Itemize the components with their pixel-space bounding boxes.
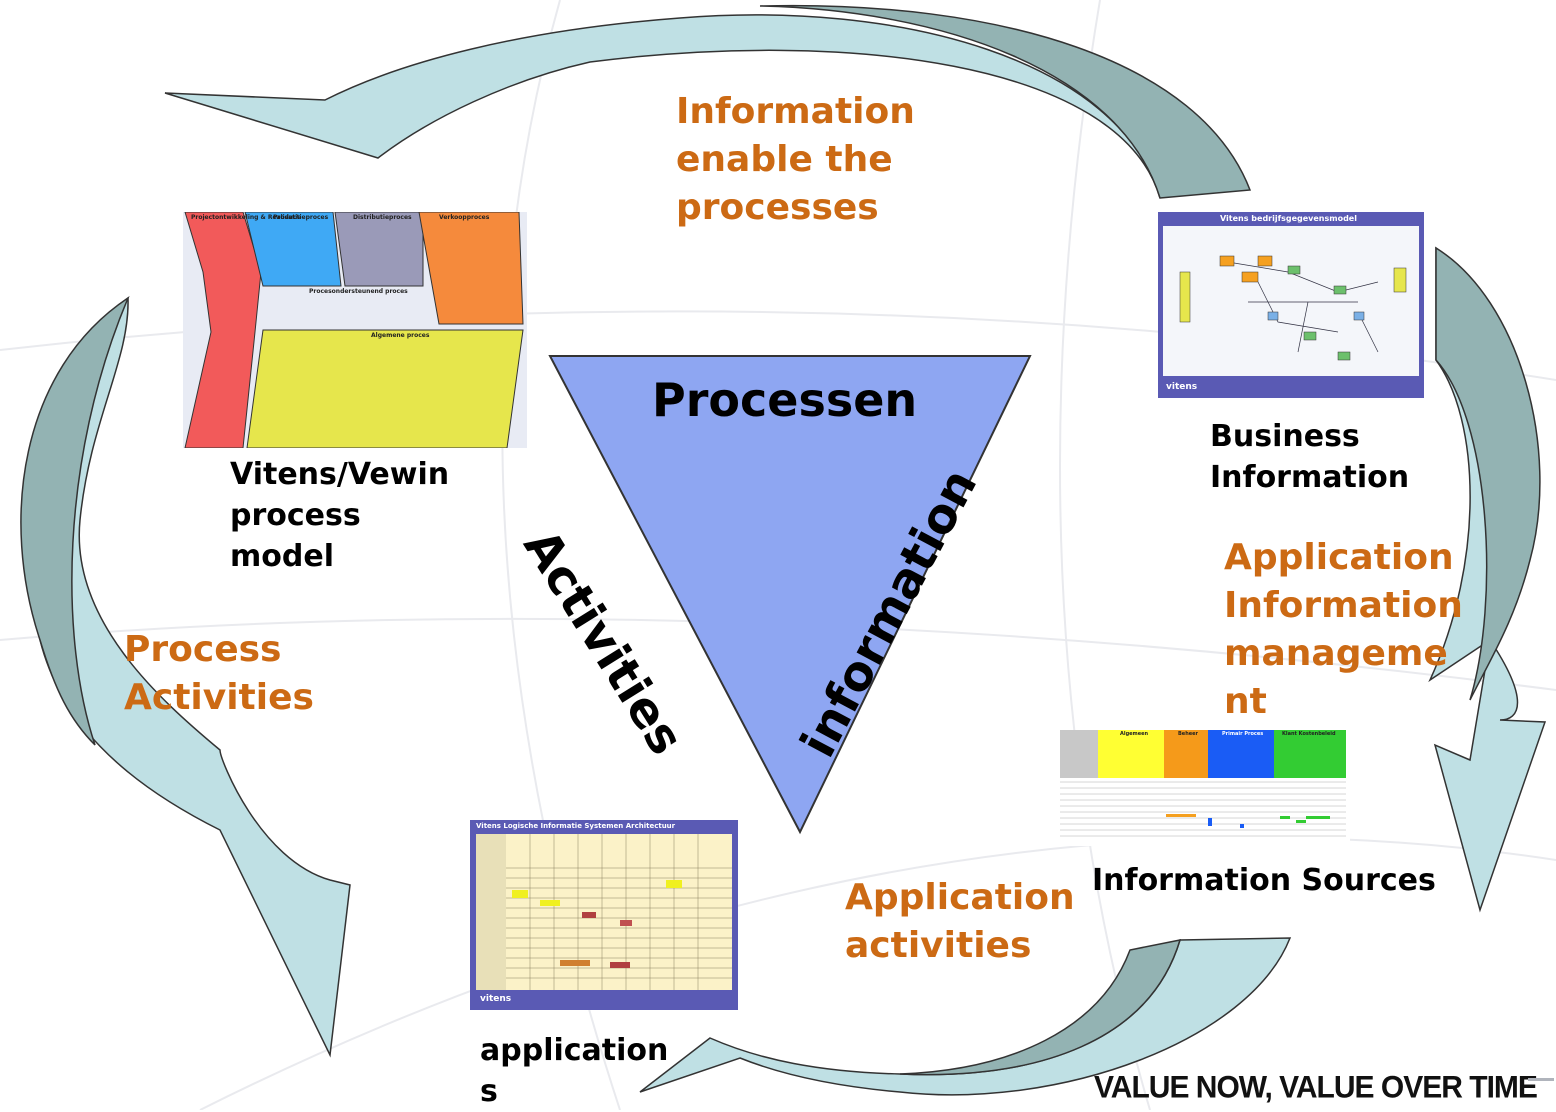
- pm-header-2: Productieproces: [273, 214, 329, 221]
- applications-caption-line: s: [480, 1074, 498, 1109]
- top-cycle-label-line: Information: [676, 91, 915, 132]
- is-mark: [1166, 814, 1196, 817]
- is-group-3: [1208, 730, 1274, 778]
- process-model-thumbnail-graphic: [184, 212, 524, 448]
- apps-footer-bar: [470, 990, 738, 1010]
- bi-graph: [1158, 255, 1424, 398]
- top-cycle-label: Information enable the processes: [676, 88, 915, 232]
- apps-block: [666, 880, 682, 888]
- is-mark: [1296, 820, 1306, 823]
- is-mark: [1240, 824, 1244, 828]
- footer-rule: [1528, 1078, 1554, 1081]
- left-cycle-arrow-shadow: [20, 295, 130, 746]
- is-group-label-4: Klant Kostenbeleid: [1282, 731, 1336, 737]
- is-mark: [1306, 816, 1330, 819]
- apps-block: [540, 900, 560, 906]
- pm-header-1: Projectontwikkeling & Realisatie: [191, 214, 302, 221]
- bi-node: [1257, 255, 1273, 267]
- bi-node: [1219, 255, 1235, 267]
- bi-title: Vitens bedrijfsgegevensmodel: [1220, 214, 1357, 223]
- right-cycle-label-line: Application: [1224, 537, 1454, 578]
- right-cycle-arrow-shadow: [1435, 246, 1541, 701]
- pm-shape-red: [184, 212, 262, 448]
- bottom-cycle-label-line: Application: [845, 877, 1075, 918]
- apps-logo: vitens: [480, 994, 512, 1004]
- right-cycle-label-line: Information: [1224, 585, 1463, 626]
- left-cycle-label: Process Activities: [124, 626, 314, 722]
- pm-shape-orange: [418, 212, 524, 325]
- business-info-caption: Business Information: [1210, 416, 1409, 498]
- process-model-caption: Vitens/Vewin process model: [230, 454, 449, 577]
- triangle-top-label: Processen: [652, 373, 918, 427]
- bi-node: [1267, 311, 1279, 321]
- bi-node: [1337, 351, 1351, 361]
- business-info-thumbnail: Vitens bedrijfsgegevensmodel vitens: [1158, 212, 1424, 398]
- bi-inner: [1163, 226, 1419, 376]
- bi-node: [1393, 267, 1407, 293]
- is-header-blank: [1060, 730, 1098, 778]
- bottom-cycle-label-line: activities: [845, 925, 1032, 966]
- pm-mid-label: Procesondersteunend proces: [309, 288, 408, 295]
- pm-bottom-label: Algemene proces: [371, 332, 430, 339]
- applications-caption-line: application: [480, 1033, 669, 1068]
- info-sources-thumbnail: Algemeen Beheer Primair Proces Klant Kos…: [1060, 730, 1350, 846]
- top-cycle-label-line: processes: [676, 187, 879, 228]
- process-model-caption-line: model: [230, 539, 334, 574]
- bi-node: [1303, 331, 1317, 341]
- top-cycle-arrow: [164, 14, 1161, 199]
- is-group-label-3: Primair Proces: [1222, 731, 1264, 737]
- apps-title: Vitens Logische Informatie Systemen Arch…: [476, 822, 676, 830]
- info-sources-grid: [1060, 730, 1346, 837]
- business-info-caption-line: Information: [1210, 460, 1410, 495]
- apps-grid: [470, 834, 738, 1010]
- applications-caption: application s: [480, 1030, 668, 1112]
- center-triangle: [548, 355, 1032, 835]
- process-model-thumbnail: Projectontwikkeling & Realisatie Product…: [183, 212, 527, 448]
- apps-block: [620, 920, 632, 926]
- is-group-4: [1274, 730, 1346, 778]
- is-mark: [1280, 816, 1290, 819]
- is-group-2: [1164, 730, 1208, 778]
- is-group-label-2: Beheer: [1178, 731, 1199, 737]
- apps-block: [582, 912, 596, 918]
- top-cycle-arrow-shadow: [759, 4, 1252, 199]
- right-cycle-label: Application Information manageme nt: [1224, 534, 1463, 726]
- right-cycle-label-line: manageme: [1224, 633, 1448, 674]
- pm-header-4: Verkoopproces: [439, 214, 490, 221]
- apps-side: [476, 834, 506, 990]
- bottom-cycle-arrow-shadow: [899, 939, 1182, 1076]
- bi-node: [1287, 265, 1301, 275]
- right-cycle-arrow-head: [1433, 638, 1547, 913]
- bi-footer-bar: [1158, 378, 1424, 398]
- bi-logo: vitens: [1166, 382, 1198, 392]
- is-group-label-1: Algemeen: [1120, 731, 1149, 737]
- bi-node: [1241, 271, 1259, 283]
- left-cycle-label-line: Process: [124, 629, 282, 670]
- bottom-cycle-label: Application activities: [845, 874, 1075, 970]
- bi-node: [1179, 271, 1191, 323]
- is-group-1: [1098, 730, 1164, 778]
- bi-node: [1353, 311, 1365, 321]
- bi-node: [1333, 285, 1347, 295]
- process-model-caption-line: process: [230, 498, 361, 533]
- is-mark: [1208, 818, 1212, 826]
- pm-shape-blue: [244, 212, 342, 287]
- apps-inner: [476, 834, 732, 990]
- applications-thumbnail: Vitens Logische Informatie Systemen Arch…: [470, 820, 738, 1010]
- apps-block: [610, 962, 630, 968]
- apps-block: [560, 960, 590, 966]
- pm-header-3: Distributieproces: [353, 214, 412, 221]
- info-sources-caption: Information Sources: [1092, 863, 1436, 898]
- footer-slogan: VALUE NOW, VALUE OVER TIME: [1094, 1070, 1538, 1105]
- right-cycle-label-line: nt: [1224, 681, 1267, 722]
- top-cycle-label-line: enable the: [676, 139, 893, 180]
- business-info-caption-line: Business: [1210, 419, 1360, 454]
- pm-shape-grey: [334, 212, 424, 287]
- apps-block: [512, 890, 528, 898]
- left-cycle-label-line: Activities: [124, 677, 314, 718]
- pm-shape-yellow: [246, 329, 524, 448]
- process-model-caption-line: Vitens/Vewin: [230, 457, 450, 492]
